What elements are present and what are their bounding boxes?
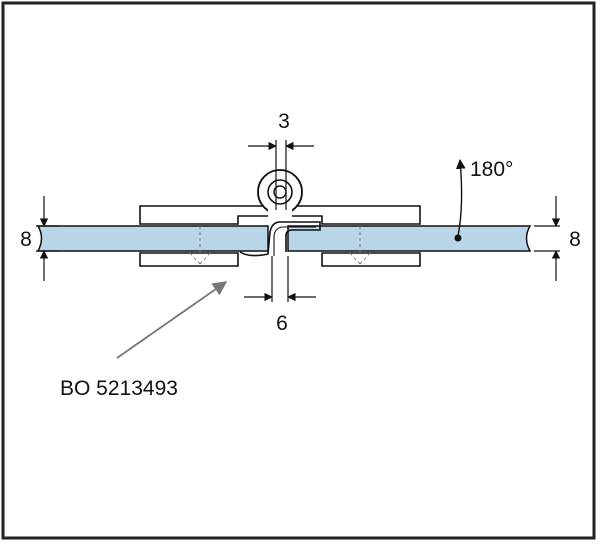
right-glass-panel — [287, 225, 532, 252]
bottom-left-clamp-plate — [139, 252, 239, 267]
dimension-left-thickness — [36, 196, 58, 281]
seal-profile-inner — [273, 226, 316, 256]
top-gap-label: 3 — [278, 110, 290, 133]
knuckle-neck — [268, 208, 292, 218]
screw-holes — [189, 226, 371, 265]
dimension-right-thickness — [534, 196, 561, 281]
bottom-gap-label: 6 — [276, 312, 288, 335]
rotation-angle-label: 180° — [470, 158, 513, 181]
bottom-right-clamp-plate — [321, 252, 421, 267]
left-glass-panel — [36, 225, 269, 252]
outer-border — [1, 1, 596, 540]
seal-profile — [239, 221, 321, 257]
rotation-arrow — [455, 159, 466, 237]
dimension-bottom-gap — [244, 256, 316, 302]
callout-leader-line — [116, 281, 228, 359]
dimension-top-gap — [248, 140, 314, 210]
right-thickness-label: 8 — [569, 228, 581, 251]
left-thickness-label: 8 — [20, 228, 32, 251]
rotation-pivot-dot — [454, 234, 462, 242]
part-number-label: BO 5213493 — [60, 377, 178, 400]
